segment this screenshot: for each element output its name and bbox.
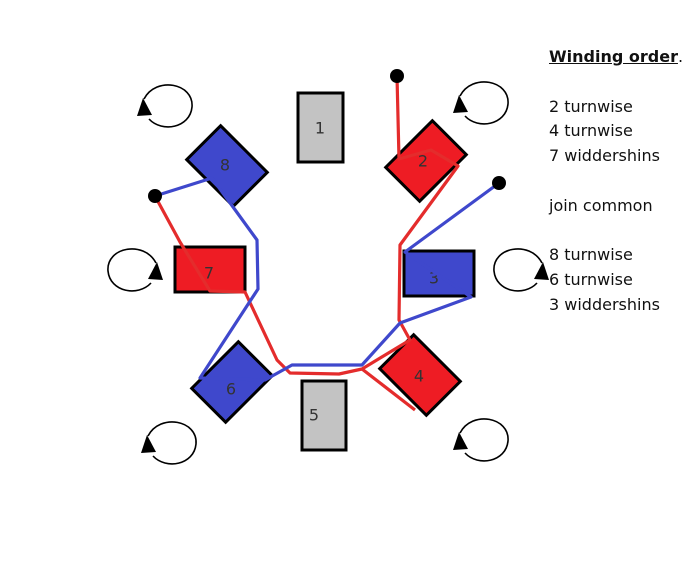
legend-join: join common [549,195,653,215]
coil-6-label: 6 [226,380,236,399]
legend-item: 8 turnwise [549,245,633,265]
legend-item: 4 turnwise [549,121,633,141]
terminal-dot-icon [390,69,404,83]
legend-item: 7 widdershins [549,146,660,166]
rotation-arrow-icon [141,421,197,465]
coil-6: 6 [189,339,275,425]
rotation-arrow-icon [493,248,549,292]
rotation-arrow-icon [107,248,163,292]
winding-order-legend: Winding order. 2 turnwise 4 turnwise 7 w… [549,45,683,318]
red-phase-wire-tail [361,367,416,412]
blue-phase-wire [154,176,500,382]
legend-title: Winding order [549,47,678,66]
rotation-arrow-icon [453,81,509,125]
coil-4-label: 4 [414,367,424,386]
coil-2-label: 2 [418,152,428,171]
coil-4: 4 [377,332,463,418]
terminal-dot-icon [492,176,506,190]
legend-title-suffix: . [677,47,684,66]
coil-8-label: 8 [220,156,230,175]
coil-8: 8 [184,123,270,209]
legend-spacer [549,169,683,194]
coil-5-label: 5 [309,406,319,425]
legend-item: 3 widdershins [549,294,660,314]
coil-3-label: 3 [429,269,439,288]
coil-5: 5 [300,379,348,452]
coil-1: 1 [296,91,345,164]
coil-1-label: 1 [315,119,325,138]
legend-item: 2 turnwise [549,96,633,116]
coil-2: 2 [383,118,469,204]
legend-heading: Winding order. [549,45,683,70]
rotation-arrow-icon [453,418,509,462]
coil-7-label: 7 [204,264,214,283]
legend-spacer [549,70,683,95]
terminal-dot-icon [148,189,162,203]
legend-item: 6 turnwise [549,270,633,290]
rotation-arrow-icon [137,84,193,128]
legend-spacer [549,219,683,244]
